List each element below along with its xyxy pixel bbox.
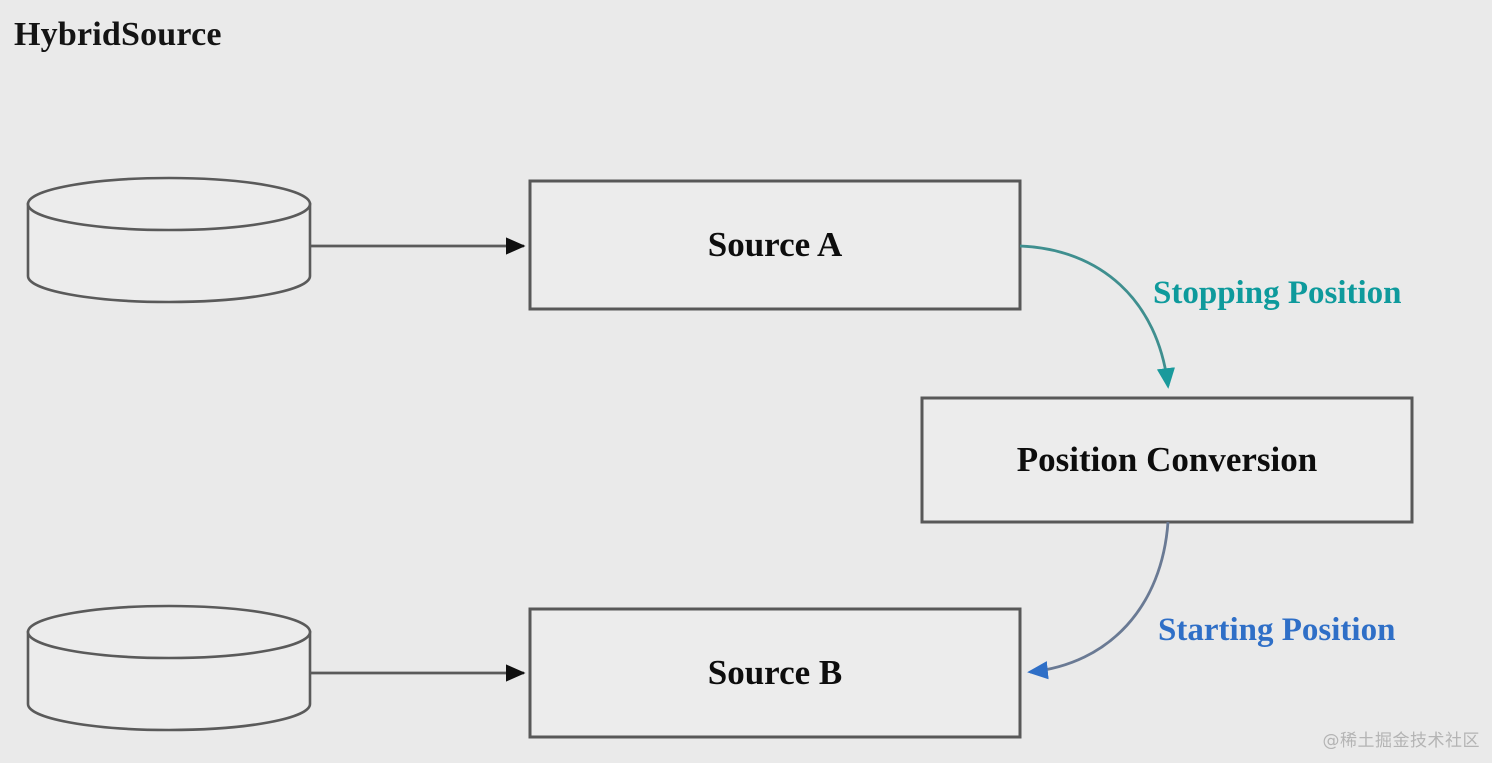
arrow-stopping-position [1019,244,1175,389]
source-b-box [528,607,1022,739]
cylinder-top-b [26,604,312,660]
database-cylinder-a [26,176,312,304]
watermark: @稀土掘金技术社区 [1322,731,1480,751]
database-a-node[interactable] [28,178,310,302]
position-conversion-node[interactable] [922,398,1412,522]
database-cylinder-b [26,604,312,732]
source-b-node[interactable] [530,609,1020,737]
source-a-box [528,179,1022,311]
cylinder-top-a [26,176,312,232]
arrow-starting-position [1027,521,1170,680]
source-a-node[interactable] [530,181,1020,309]
database-b-node[interactable] [28,606,310,730]
page-title: HybridSource [14,16,222,53]
cylinder-body-b [26,630,312,732]
cylinder-body-a [26,202,312,304]
